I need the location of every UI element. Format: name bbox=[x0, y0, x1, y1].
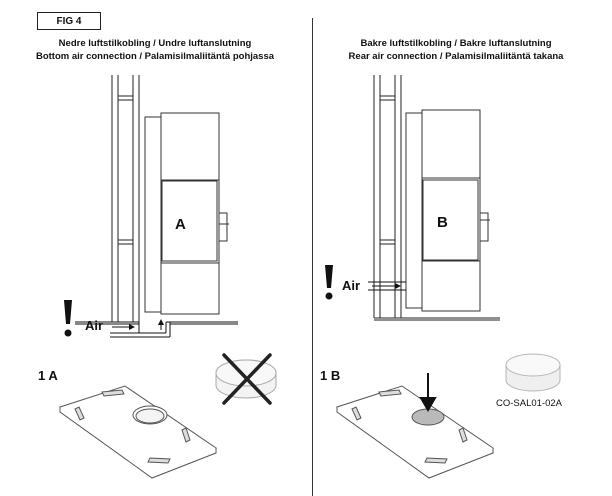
left-wall bbox=[111, 75, 140, 322]
stove-a bbox=[144, 112, 229, 315]
right-wall bbox=[373, 75, 500, 321]
right-title: Bakre luftstilkobling / Bakre luftanslut… bbox=[306, 37, 606, 63]
stove-a-label: A bbox=[175, 216, 186, 233]
left-air-label: Air bbox=[85, 318, 104, 333]
panel-divider bbox=[312, 18, 313, 496]
right-title-line1: Bakre luftstilkobling / Bakre luftanslut… bbox=[360, 38, 552, 49]
cross-icon bbox=[222, 353, 272, 405]
exclamation-icon bbox=[325, 265, 333, 300]
part-code-label: CO-SAL01-02A bbox=[496, 398, 563, 409]
right-air-label: Air bbox=[342, 278, 361, 293]
left-title: Nedre luftstilkobling / Undre luftanslut… bbox=[5, 37, 305, 63]
base-plate-b bbox=[335, 385, 495, 479]
stove-b bbox=[405, 109, 490, 312]
right-title-line2: Rear air connection / Palamisilmaliitänt… bbox=[348, 51, 564, 62]
figure-label: FIG 4 bbox=[37, 12, 101, 30]
step-1a-label: 1 A bbox=[38, 368, 58, 383]
left-title-line1: Nedre luftstilkobling / Undre luftanslut… bbox=[58, 38, 252, 49]
exclamation-icon bbox=[64, 300, 72, 337]
stove-b-label: B bbox=[437, 214, 448, 231]
right-duct bbox=[368, 281, 406, 291]
base-plate-a bbox=[58, 385, 218, 479]
down-arrow-icon bbox=[419, 373, 437, 412]
left-floor-duct bbox=[75, 319, 238, 338]
step-1b-label: 1 B bbox=[320, 368, 341, 383]
left-title-line2: Bottom air connection / Palamisilmaliitä… bbox=[35, 51, 275, 62]
plug-part bbox=[505, 353, 561, 392]
